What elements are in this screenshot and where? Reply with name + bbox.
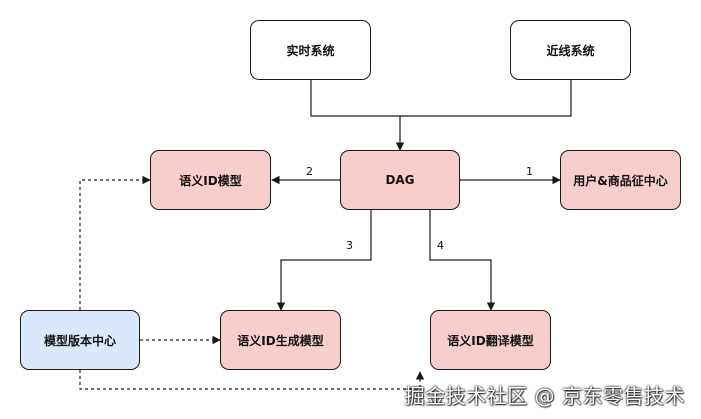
edge-dag-to-translation	[429, 210, 496, 311]
node-semantic-id-model: 语义ID模型	[150, 150, 271, 210]
node-label: 语义ID生成模型	[237, 333, 324, 348]
edge-realtime-to-dag	[310, 80, 405, 151]
node-nearline-system: 近线系统	[510, 20, 631, 80]
node-label: 用户&商品征中心	[573, 173, 668, 188]
edge-label-1: 1	[526, 165, 533, 178]
edge-label-2: 2	[306, 165, 313, 178]
node-label: 语义ID模型	[179, 173, 242, 188]
edge-version-to-translation	[79, 370, 425, 390]
edge-label-3: 3	[346, 239, 353, 252]
node-label: 语义ID翻译模型	[447, 333, 534, 348]
edge-nearline-to-dag	[400, 80, 572, 117]
node-semantic-id-translation-model: 语义ID翻译模型	[430, 310, 551, 370]
node-user-item-feature-center: 用户&商品征中心	[560, 150, 681, 210]
edge-label-4: 4	[437, 239, 444, 252]
watermark: 掘金技术社区 @ 京东零售技术	[404, 384, 685, 408]
edge-dag-to-generation	[276, 210, 372, 311]
node-label: 模型版本中心	[43, 333, 116, 348]
node-label: 近线系统	[546, 43, 595, 58]
node-label: DAG	[385, 173, 415, 187]
node-model-version-center: 模型版本中心	[20, 310, 140, 370]
node-label: 实时系统	[286, 43, 335, 58]
node-realtime-system: 实时系统	[250, 20, 371, 80]
edge-version-to-semantic	[79, 175, 151, 310]
node-dag: DAG	[340, 150, 460, 210]
node-semantic-id-generation-model: 语义ID生成模型	[220, 310, 341, 370]
